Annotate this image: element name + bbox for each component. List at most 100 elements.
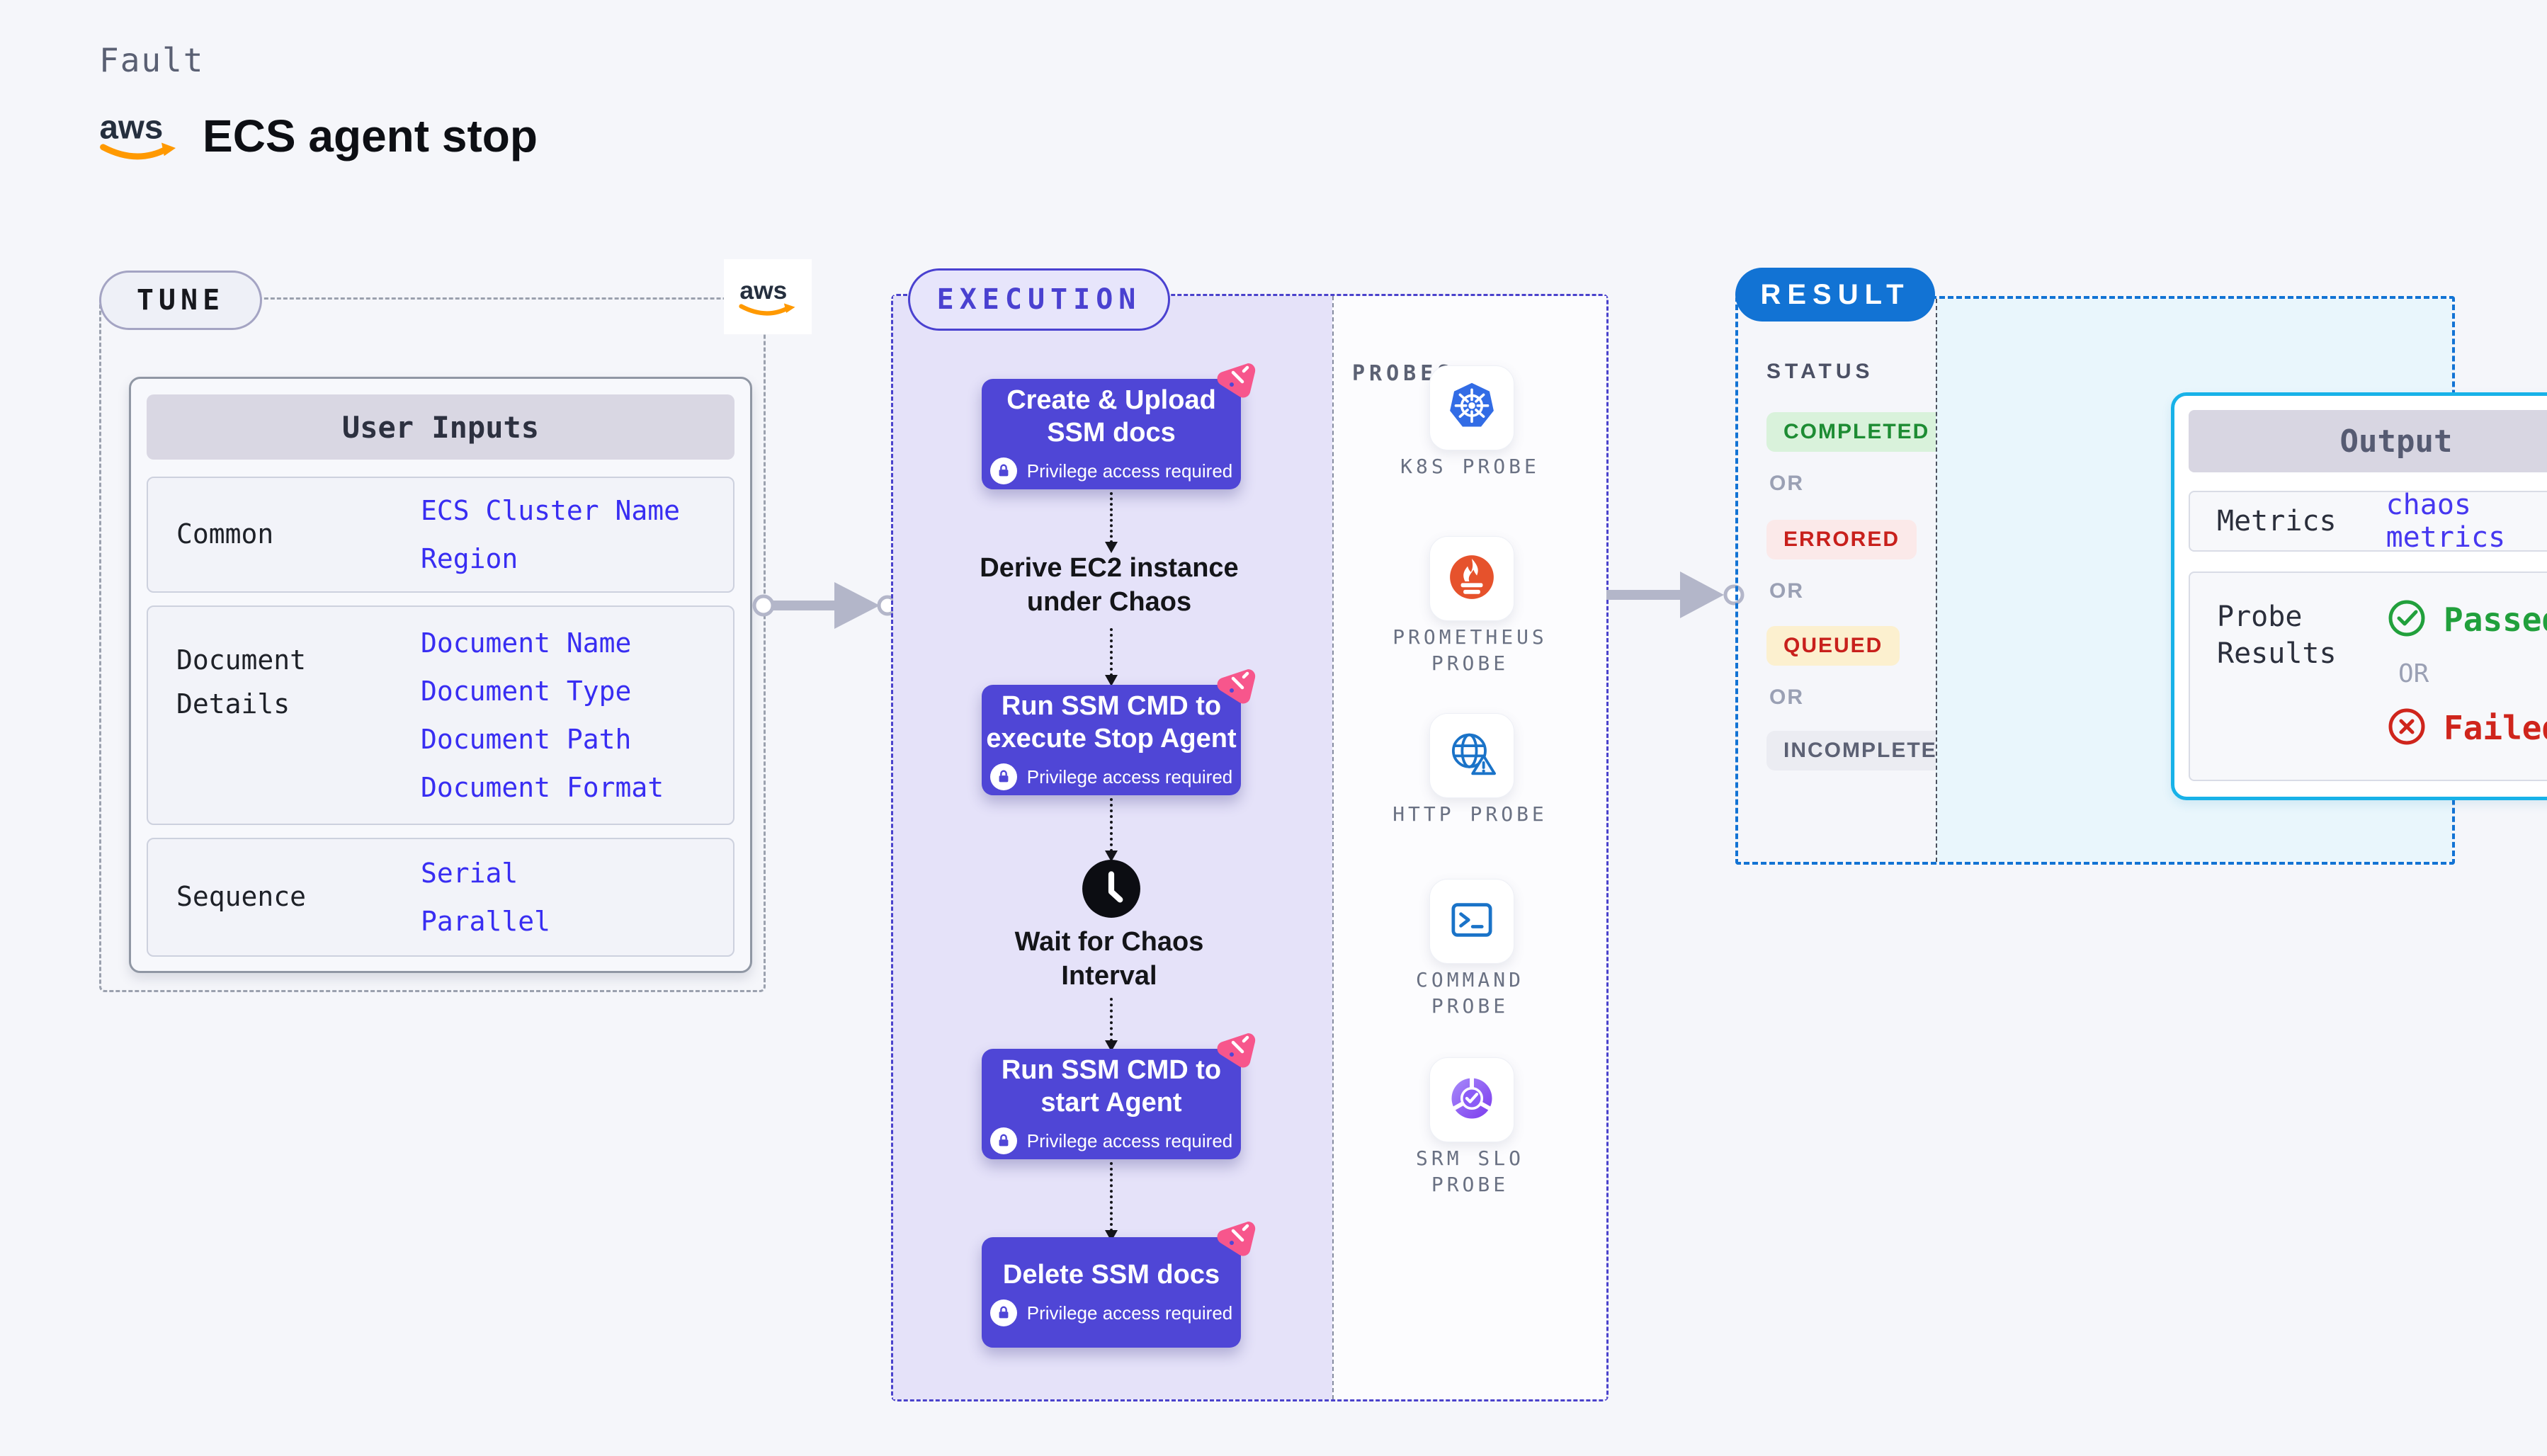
http-probe-tile[interactable] [1429,713,1514,798]
page-header: aws ECS agent stop [98,106,538,165]
row-values: Serial Parallel [421,849,550,945]
flow-connector [1105,628,1118,686]
output-area: Output Metrics chaos metrics Probe Resul… [1936,299,2547,862]
lock-icon [989,457,1017,484]
metrics-label: Metrics [2217,505,2337,538]
lock-icon [989,763,1017,790]
input-link[interactable]: Document Format [421,772,664,803]
user-inputs-row-document-details: Document Details Document Name Document … [147,605,734,825]
aws-logo-icon: aws [98,106,183,165]
k8s-probe-label: K8S PROBE [1400,455,1540,478]
passed-line: Passed [2387,598,2547,641]
probe-results-values: Passed OR Failed [2387,598,2547,754]
step-title: Run SSM CMD to execute Stop Agent [986,691,1237,753]
privilege-row: Privilege access required [989,1299,1233,1326]
or-label: OR [1769,686,1804,709]
tune-section-box [99,297,766,992]
chaos-pinwheel-icon [1214,664,1259,709]
status-title: STATUS [1766,360,1874,383]
user-inputs-card: User Inputs Common ECS Cluster Name Regi… [129,377,752,973]
failed-line: Failed [2387,707,2547,749]
row-values: Document Name Document Type Document Pat… [421,619,664,812]
or-label: OR [2398,659,2429,688]
srm-slo-probe-label: SRM SLO PROBE [1415,1147,1524,1196]
result-badge[interactable]: RESULT [1735,268,1935,322]
privilege-row: Privilege access required [989,763,1233,790]
user-inputs-header: User Inputs [147,394,734,460]
step-title: Delete SSM docs [1002,1260,1220,1290]
privilege-label: Privilege access required [1026,1302,1233,1324]
command-probe-icon [1445,893,1499,950]
output-card: Output Metrics chaos metrics Probe Resul… [2171,392,2547,800]
or-label: OR [1769,472,1804,495]
probe-results-label: Probe Results [2217,601,2337,670]
execution-section-box: PROBES K8S PROBE [891,294,1609,1401]
chaos-metrics-link[interactable]: chaos metrics [2386,489,2506,554]
check-circle-icon [2387,598,2427,641]
row-label: Document Details [176,644,307,720]
input-link[interactable]: Document Name [421,627,632,659]
step-run-ssm-cmd-stop-agent[interactable]: Run SSM CMD to execute Stop Agent Privil… [982,669,1256,795]
command-probe-label: COMMAND PROBE [1415,968,1524,1018]
k8s-probe-tile[interactable] [1429,365,1514,450]
lock-icon [989,1127,1017,1154]
execution-badge[interactable]: EXECUTION [908,268,1170,331]
flow-connector [1105,798,1118,862]
svg-text:aws: aws [100,108,164,146]
status-column: STATUS COMPLETED OR ERRORED OR QUEUED OR… [1738,299,1971,862]
srm-slo-probe-tile[interactable] [1429,1057,1514,1142]
flow-connector [1105,492,1118,553]
clock-icon [1081,858,1142,919]
output-header: Output [2189,410,2547,472]
input-link[interactable]: Region [421,543,518,574]
user-inputs-row-common: Common ECS Cluster Name Region [147,477,734,593]
lock-icon [989,1299,1017,1326]
step-create-upload-ssm-docs[interactable]: Create & Upload SSM docs Privilege acces… [982,363,1256,489]
input-link[interactable]: Serial [421,858,518,889]
privilege-row: Privilege access required [989,1127,1233,1154]
svg-text:aws: aws [739,276,787,305]
command-probe-tile[interactable] [1429,879,1514,964]
chaos-pinwheel-icon [1214,358,1259,403]
arrow-tune-to-execution [752,582,898,629]
flow-connector [1105,998,1118,1052]
status-badge-completed: COMPLETED [1766,412,1947,452]
http-probe-label: HTTP PROBE [1392,802,1548,826]
k8s-probe-icon [1445,380,1499,437]
privilege-label: Privilege access required [1026,766,1233,787]
status-badge-queued: QUEUED [1766,626,1900,666]
result-section-box: STATUS COMPLETED OR ERRORED OR QUEUED OR… [1735,296,2547,865]
privilege-label: Privilege access required [1026,1130,1233,1151]
prometheus-probe-icon [1445,550,1499,608]
derive-ec2-note: Derive EC2 instance under Chaos [980,553,1239,617]
flow-connector [1105,1162,1118,1241]
privilege-label: Privilege access required [1026,460,1233,482]
prometheus-probe-label: PROMETHEUS PROBE [1392,625,1548,675]
step-title: Run SSM CMD to start Agent [1001,1055,1222,1117]
prometheus-probe-tile[interactable] [1429,536,1514,621]
probes-column: PROBES K8S PROBE [1332,296,1606,1399]
passed-label: Passed [2444,601,2547,639]
page-title: ECS agent stop [203,110,538,161]
input-link[interactable]: Document Path [421,724,632,755]
privilege-row: Privilege access required [989,457,1233,484]
step-run-ssm-cmd-start-agent[interactable]: Run SSM CMD to start Agent Privilege acc… [982,1033,1256,1159]
metrics-row: Metrics chaos metrics [2189,489,2547,554]
wait-chaos-interval-note: Wait for Chaos Interval [1014,927,1204,991]
row-label: Common [176,518,274,550]
http-probe-icon [1445,727,1499,785]
probe-results-row: Probe Results Passed OR [2189,571,2547,781]
aws-logo-small-icon: aws [724,259,812,334]
or-label: OR [1769,579,1804,603]
step-delete-ssm-docs[interactable]: Delete SSM docs Privilege access require… [982,1221,1256,1348]
input-link[interactable]: Parallel [421,906,551,937]
status-badge-errored: ERRORED [1766,520,1917,559]
srm-slo-probe-icon [1445,1071,1499,1129]
user-inputs-row-sequence: Sequence Serial Parallel [147,838,734,957]
input-link[interactable]: ECS Cluster Name [421,495,681,526]
chaos-pinwheel-icon [1214,1216,1259,1261]
tune-badge[interactable]: TUNE [99,271,262,330]
failed-label: Failed [2444,709,2547,747]
arrow-execution-to-result [1606,571,1745,618]
input-link[interactable]: Document Type [421,676,632,707]
